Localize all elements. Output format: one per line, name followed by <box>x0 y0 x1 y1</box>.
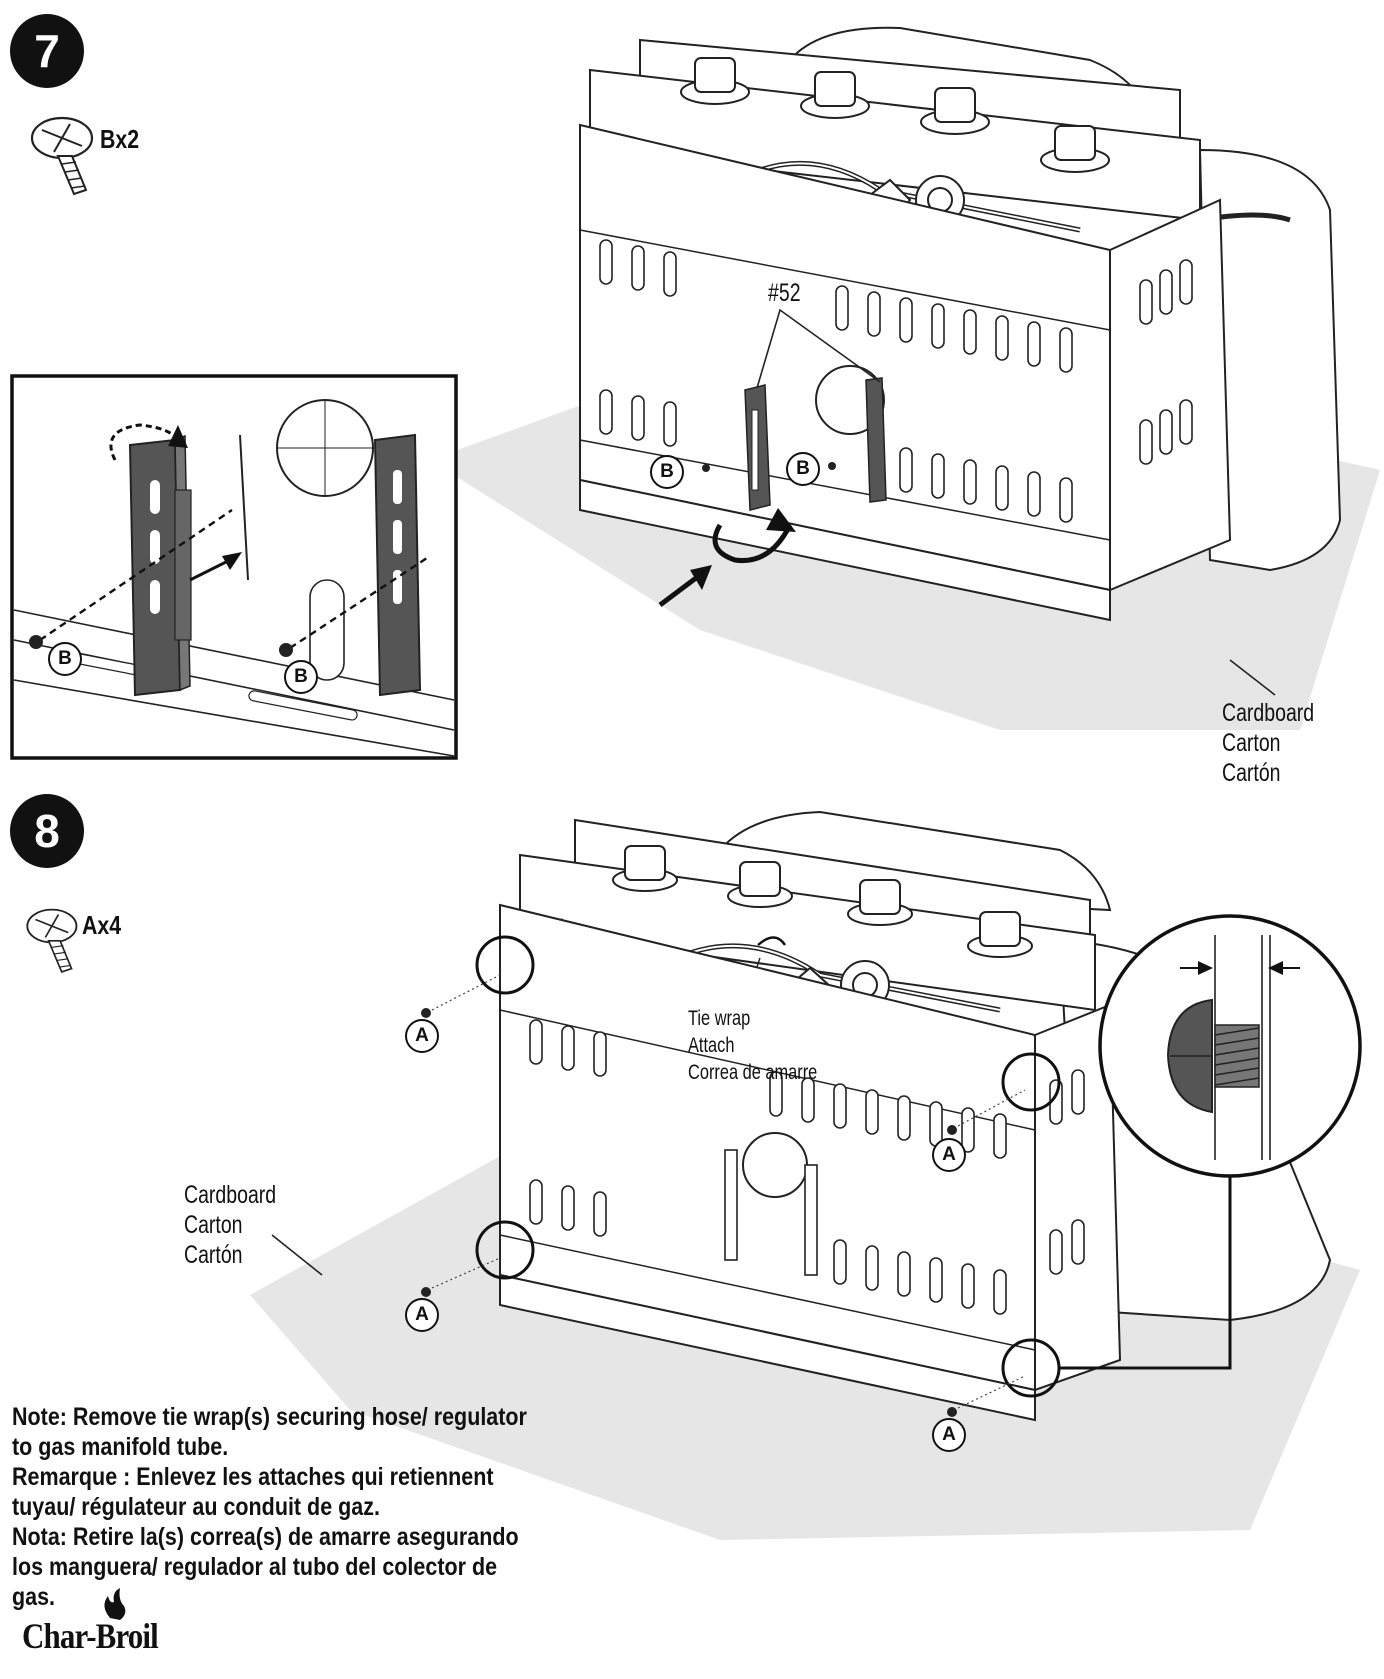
step7-screw-icon <box>30 116 94 196</box>
inset-fastener-badge-b: B <box>284 660 318 694</box>
fastener-badge-a: A <box>405 1019 439 1053</box>
cardboard-label-en: Cardboard <box>184 1181 277 1209</box>
step7-cardboard-label: Cardboard Carton Cartón <box>1222 698 1314 788</box>
tie-wrap-label-en: Tie wrap <box>688 1007 751 1030</box>
step7-bracket-right <box>865 377 887 503</box>
flame-icon <box>104 1588 126 1620</box>
cardboard-label-fr: Carton <box>1222 729 1281 757</box>
screw-location-circles <box>475 935 1061 1398</box>
inset-bracket-left <box>128 434 192 697</box>
cardboard-label-fr: Carton <box>184 1211 243 1239</box>
step8-control-knobs <box>612 845 1033 958</box>
inset-fastener-badge-b: B <box>48 642 82 676</box>
step8-screw-quantity: Ax4 <box>82 910 122 940</box>
tie-wrap-label-fr: Attach <box>688 1034 735 1057</box>
note-french: Remarque : Enlevez les attaches qui reti… <box>12 1463 494 1521</box>
cardboard-label-es: Cartón <box>1222 759 1281 787</box>
cardboard-label-en: Cardboard <box>1222 699 1315 727</box>
step8-screws <box>421 974 1026 1417</box>
fastener-badge-b: B <box>650 455 684 489</box>
cardboard-label-es: Cartón <box>184 1241 243 1269</box>
step-8-number: 8 <box>10 794 84 868</box>
fastener-badge-a: A <box>932 1138 966 1172</box>
tie-wrap-note: Note: Remove tie wrap(s) securing hose/ … <box>12 1402 545 1612</box>
step8-cardboard-label: Cardboard Carton Cartón <box>184 1180 276 1270</box>
step7-control-knobs <box>680 57 1110 173</box>
step8-screw-icon <box>26 908 78 973</box>
step7-screw-quantity: Bx2 <box>100 124 140 154</box>
tie-wrap-label: Tie wrap Attach Correa de amarre <box>688 1005 817 1086</box>
part-number-label: #52 <box>768 279 801 307</box>
fastener-badge-b: B <box>786 452 820 486</box>
fastener-badge-a: A <box>405 1298 439 1332</box>
rotation-arrow-icon <box>658 508 796 607</box>
inset-bracket-right <box>373 433 422 697</box>
fastener-badge-a: A <box>932 1418 966 1452</box>
note-spanish: Nota: Retire la(s) correa(s) de amarre a… <box>12 1523 519 1611</box>
screw-gap-magnifier <box>1098 914 1362 1178</box>
tie-wrap-label-es: Correa de amarre <box>688 1061 818 1084</box>
note-english: Note: Remove tie wrap(s) securing hose/ … <box>12 1403 527 1461</box>
step7-grill-illustration <box>430 26 1380 730</box>
brand-logo: Char-Broil <box>22 1616 159 1656</box>
step-7-number: 7 <box>10 14 84 88</box>
step7-bracket-left <box>744 384 771 511</box>
step7-detail-inset <box>10 374 458 760</box>
